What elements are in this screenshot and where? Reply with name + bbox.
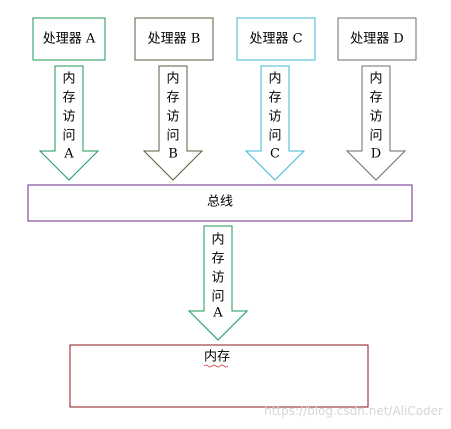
memory-label: 内存 [204,349,230,365]
arrow-memory-char-2: 存 [211,252,224,267]
processor-b-box [134,17,214,61]
processor-c-box [236,17,316,61]
arrow-d-char-1: 内 [369,71,382,87]
arrow-memory-shape [187,225,249,341]
bus-label: 总线 [207,195,233,210]
arrow-a-char-3: 访 [62,110,75,125]
arrow-b-char-2: 存 [166,91,179,106]
arrow-b-char-4: 问 [166,129,179,144]
arrow-d-char-5: D [371,147,381,162]
arrow-a-char-5: A [63,147,74,162]
processor-c-label: 处理器 C [249,32,302,47]
arrow-d-char-3: 访 [369,110,382,125]
memory-box [69,344,369,408]
memory: 内存 [69,344,369,408]
processor-a: 处理器 A [32,17,106,61]
bus-box [27,184,413,222]
processor-d: 处理器 D [337,17,417,61]
processor-d-box [337,17,417,61]
arrow-memory-char-1: 内 [211,232,224,248]
watermark: https://blog.csdn.net/AliCoder [264,404,443,418]
arrow-c-char-3: 访 [268,110,281,125]
arrow-memory-char-5: A [212,306,223,321]
arrow-c-char-4: 问 [268,129,281,144]
arrow-c-char-1: 内 [268,71,281,87]
arrow-b-char-3: 访 [166,110,179,125]
arrow-access-b: 内 存 访 问 B [142,65,204,181]
processor-a-label: 处理器 A [43,32,96,47]
arrow-c-char-2: 存 [268,91,281,106]
arrow-access-a: 内 存 访 问 A [38,65,100,181]
processor-b: 处理器 B [134,17,214,61]
arrow-c-char-5: C [270,147,280,162]
arrow-a-char-2: 存 [62,91,75,106]
arrow-access-c: 内 存 访 问 C [244,65,306,181]
processor-c: 处理器 C [236,17,316,61]
arrow-d-char-2: 存 [369,91,382,106]
arrow-b-char-5: B [168,147,178,162]
arrow-d-char-4: 问 [369,129,382,144]
arrow-memory-char-3: 访 [211,271,224,286]
arrow-a-shape [38,65,100,181]
arrow-a-char-1: 内 [62,71,75,87]
arrow-d-shape [345,65,407,181]
arrow-c-shape [244,65,306,181]
arrow-access-d: 内 存 访 问 D [345,65,407,181]
processor-a-box [32,17,106,61]
arrow-b-char-1: 内 [166,71,179,87]
processor-d-label: 处理器 D [350,32,404,47]
bus: 总线 [27,184,413,222]
arrow-memory-char-4: 问 [211,290,224,305]
processor-b-label: 处理器 B [148,32,201,47]
arrow-b-shape [142,65,204,181]
arrow-a-char-4: 问 [62,129,75,144]
arrow-access-memory: 内 存 访 问 A [187,225,249,341]
spellcheck-underline [203,364,229,368]
